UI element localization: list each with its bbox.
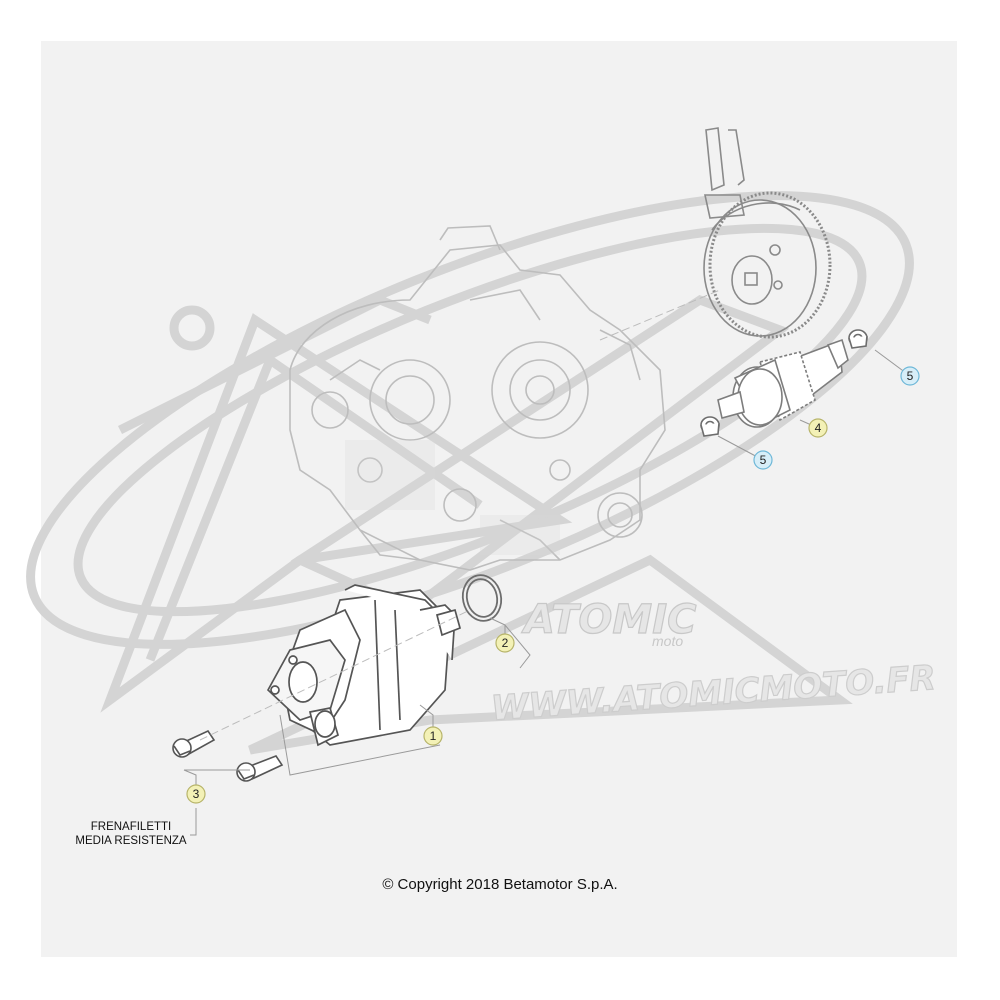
callout-starter-clutch-gear: 4 [808,418,828,438]
starter-motor-illustration [266,584,462,747]
callout-label: 5 [760,453,767,467]
starter-clutch-illustration [717,338,849,428]
callout-o-ring: 2 [495,633,515,653]
callout-label: 3 [193,787,200,801]
callout-bushing: 5 [900,366,920,386]
callout-circle [753,450,773,470]
crankcase-illustration [289,225,666,571]
callout-circle [900,366,920,386]
o-ring-illustration [461,574,503,622]
watermark-url: WWW.ATOMICMOTO.FR [490,658,937,729]
note-line-1: FRENAFILETTI [90,821,172,833]
callout-circle [423,726,443,746]
leader-line-note [190,808,197,836]
watermark-brand-word: ATOMIC [521,597,696,643]
watermark-brand-sub: moto [652,633,683,649]
flywheel-illustration [703,127,832,339]
callout-circle [186,784,206,804]
callout-circle [808,418,828,438]
callout-starter-motor: 1 [423,726,443,746]
note-line-2: MEDIA RESISTENZA [75,835,187,847]
bushing-illustration [700,329,868,437]
callout-bushing: 5 [753,450,773,470]
callout-label: 5 [907,369,914,383]
copyright-text: © Copyright 2018 Betamotor S.p.A. [382,876,618,893]
callout-tags: 1 2 3 4 5 5 [186,366,920,804]
callout-circle [495,633,515,653]
callout-label: 2 [502,636,509,650]
callout-label: 1 [430,729,437,743]
watermark-brand: ATOMIC moto WWW.ATOMICMOTO.FR [489,596,937,729]
threadlocker-note: FRENAFILETTI MEDIA RESISTENZA [56,820,206,848]
callout-label: 4 [815,421,822,435]
callout-flange-bolt: 3 [186,784,206,804]
